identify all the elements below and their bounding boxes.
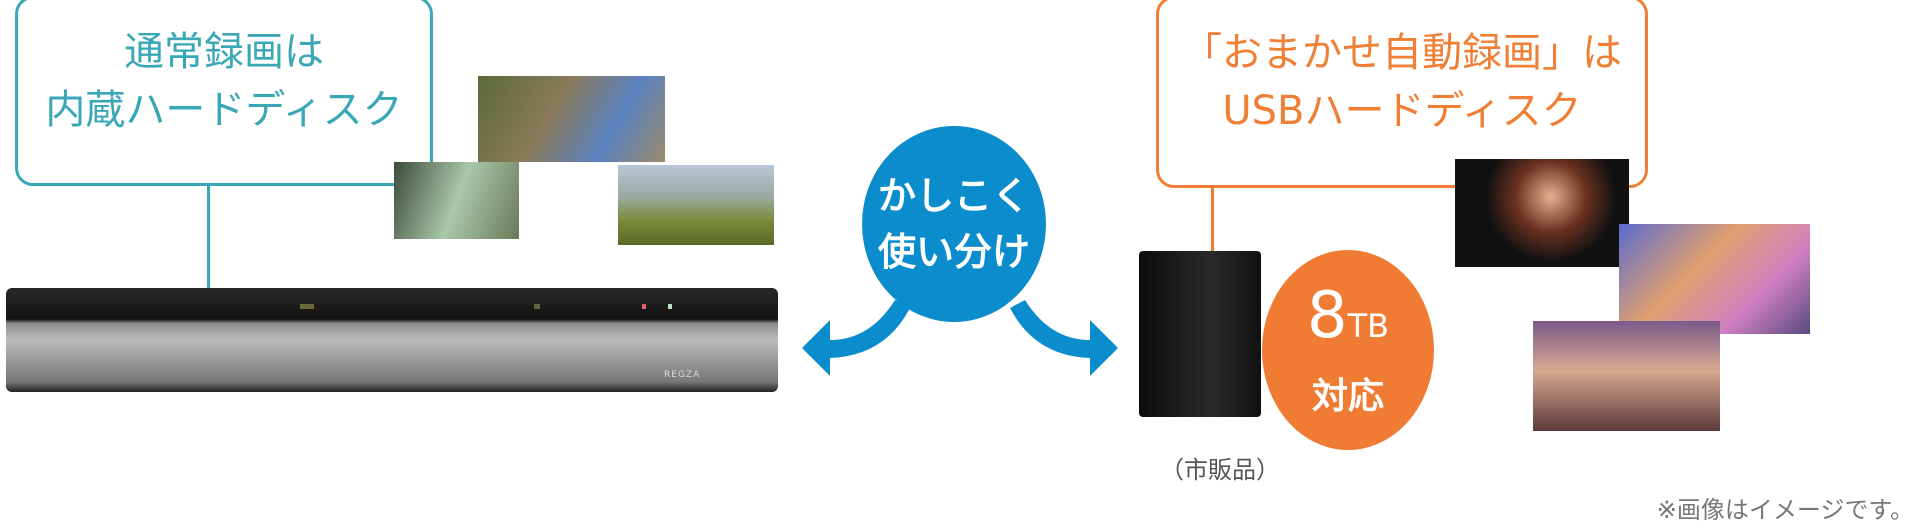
connector-line xyxy=(207,186,210,288)
label-line: 通常録画は xyxy=(124,29,324,75)
photo-party xyxy=(1619,224,1810,334)
usb-hdd-label-box: 「おまかせ自動録画」は USBハードディスク xyxy=(1156,0,1648,188)
photo-girls xyxy=(1533,321,1720,431)
label-line: USBハードディスク xyxy=(1222,88,1582,134)
arrow-left-icon xyxy=(802,300,910,376)
connector-line xyxy=(1211,188,1214,254)
capacity-text: 対応 xyxy=(1311,376,1384,417)
brand-logo: REGZA xyxy=(664,370,701,380)
capacity-number: 8 xyxy=(1306,279,1348,353)
internal-hdd-label-box: 通常録画は 内蔵ハードディスク xyxy=(15,0,433,186)
capacity-unit: TB xyxy=(1347,307,1390,345)
photo-singer xyxy=(1455,159,1629,267)
indicator-light xyxy=(642,304,646,309)
photo-frog xyxy=(394,162,519,239)
photo-cyclist xyxy=(478,76,665,162)
arrow-right-icon xyxy=(1010,300,1118,376)
label-line: 内蔵ハードディスク xyxy=(45,87,403,133)
indicator-light xyxy=(300,304,314,309)
bluray-recorder: REGZA xyxy=(6,288,778,392)
usb-hard-disk xyxy=(1139,251,1261,417)
disclaimer: ※画像はイメージです。 xyxy=(1656,496,1914,524)
smart-split-badge: かしこく 使い分け xyxy=(862,126,1046,322)
indicator-light xyxy=(668,304,672,309)
badge-line: 使い分け xyxy=(877,230,1030,274)
indicator-light xyxy=(534,304,540,309)
photo-hiker xyxy=(618,165,774,245)
hdd-caption: （市販品） xyxy=(1160,456,1280,484)
arrows xyxy=(802,300,1118,376)
capacity-badge: 8TB 対応 xyxy=(1262,250,1434,450)
badge-line: かしこく xyxy=(877,174,1030,218)
label-line: 「おまかせ自動録画」は xyxy=(1182,30,1622,76)
